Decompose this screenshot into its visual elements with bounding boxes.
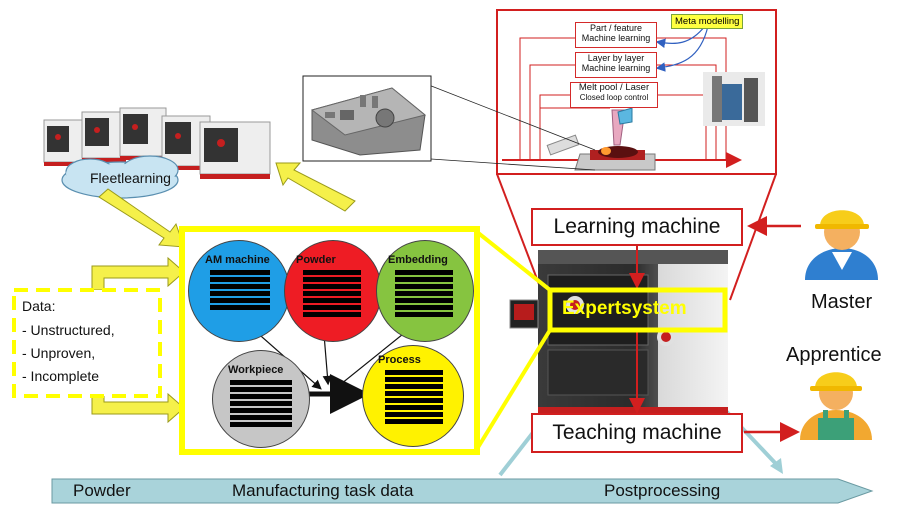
fleet-cloud bbox=[61, 155, 179, 199]
meta-modelling-label: Meta modelling bbox=[671, 14, 744, 29]
arrow-powder-label: Powder bbox=[73, 481, 131, 500]
melt-pool-box: Melt pool / Laser Closed loop control bbox=[570, 82, 658, 108]
data-item-3: - Incomplete bbox=[22, 368, 100, 384]
part-feature-box: Part / feature Machine learning bbox=[575, 22, 657, 48]
am-machine-title: AM machine bbox=[205, 254, 270, 266]
data-item-1: - Unstructured, bbox=[22, 322, 115, 338]
data-item-2: - Unproven, bbox=[22, 345, 96, 361]
process-title: Process bbox=[378, 354, 421, 366]
workpiece-title: Workpiece bbox=[228, 364, 284, 376]
powder-title: Powder bbox=[296, 254, 336, 266]
process-arrow bbox=[51, 478, 874, 504]
workpiece-bars bbox=[230, 380, 292, 429]
layer-by-layer-box: Layer by layer Machine learning bbox=[575, 52, 657, 78]
embedding-bars bbox=[395, 270, 453, 319]
data-box bbox=[12, 288, 162, 398]
process-bars bbox=[385, 370, 443, 426]
yellow-arrows bbox=[91, 162, 356, 424]
teaching-machine-box: Teaching machine bbox=[531, 413, 743, 453]
apprentice-figure bbox=[800, 372, 872, 440]
am-machine-bars bbox=[210, 270, 270, 312]
melt-pool-line1: Melt pool / Laser bbox=[578, 82, 650, 93]
melt-pool-line2: Closed loop control bbox=[579, 93, 649, 102]
circle-process bbox=[362, 345, 464, 447]
arrow-postprocessing-label: Postprocessing bbox=[604, 481, 721, 500]
master-label: Master bbox=[811, 291, 873, 313]
powder-bars bbox=[303, 270, 361, 319]
embedding-title: Embedding bbox=[388, 254, 448, 266]
expertsystem-label: Expertsystem bbox=[562, 298, 687, 319]
fleet-machines bbox=[43, 107, 271, 179]
circle-workpiece bbox=[212, 350, 310, 448]
master-figure bbox=[805, 210, 878, 280]
apprentice-label: Apprentice bbox=[786, 344, 882, 366]
learning-machine-box: Learning machine bbox=[531, 208, 743, 246]
fleetlearning-label: Fleetlearning bbox=[90, 170, 171, 186]
expertsystem-frame bbox=[547, 287, 728, 333]
arrow-task-data-label: Manufacturing task data bbox=[232, 481, 414, 500]
data-title: Data: bbox=[22, 298, 56, 314]
